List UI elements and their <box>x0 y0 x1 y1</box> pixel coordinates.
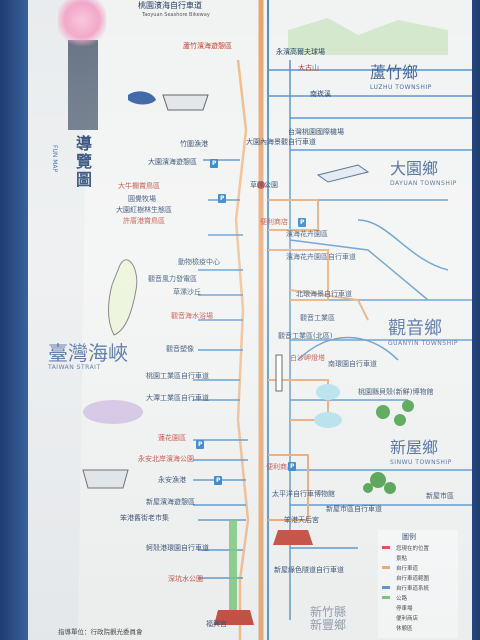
township-guanyin: 觀音鄉 GUANYIN TOWNSHIP <box>388 318 458 347</box>
legend-title: 圖例 <box>402 533 416 541</box>
poi-airport[interactable]: 台灣桃園國際機場 <box>288 128 344 136</box>
hill-decoration <box>288 18 448 55</box>
legend-item: 自行車道 <box>396 566 419 572</box>
poi-dayuan-recreation[interactable]: 大園濱海遊憩區 <box>148 158 197 166</box>
poi-convenience-store-1[interactable]: 便利商店 <box>260 218 288 226</box>
poi-wind-power[interactable]: 觀音風力發電區 <box>148 275 197 283</box>
poi-taoyuan-industrial-bike[interactable]: 桃園工業區自行車道 <box>146 372 209 380</box>
poi-yongan-harbor[interactable]: 永安漁港 <box>158 476 186 484</box>
poi-xinwu-recreation[interactable]: 新屋濱海遊憩區 <box>146 498 195 506</box>
poi-fuxing-temple[interactable]: 福興宮 <box>206 620 227 628</box>
poi-bicycle-museum[interactable]: 太平洋自行車博物館 <box>272 490 335 498</box>
side-subtitle: FUN MAP <box>51 145 58 173</box>
poi-north-ring-bike[interactable]: 北環海景自行車道 <box>296 290 352 298</box>
poi-guanyin-statue[interactable]: 觀音塑像 <box>166 345 194 353</box>
legend-swatch <box>382 596 390 599</box>
legend-item: 您現在的位置 <box>396 546 430 552</box>
fish-icon <box>128 91 156 105</box>
legend-item: 公路 <box>396 596 408 602</box>
header-subtitle: Taoyuan Seashore Bikeway <box>142 12 210 18</box>
poi-green-tunnel-bike[interactable]: 新屋綠色隧道自行車道 <box>274 566 344 574</box>
header-title: 桃園濱海自行車道 <box>138 1 202 10</box>
parking-icon: P <box>196 440 205 449</box>
parking-icon: P <box>210 159 219 168</box>
poi-guanyin-beach[interactable]: 觀音海水浴場 <box>171 312 213 320</box>
poi-guanyin-industrial[interactable]: 觀音工業區 <box>300 314 335 322</box>
poi-xinwu-town-bike[interactable]: 新屋市區自行車道 <box>326 505 382 513</box>
taiwan-island <box>108 259 138 336</box>
poi-yongan-park[interactable]: 永安北岸濱海公園 <box>138 455 194 463</box>
poi-shell-museum[interactable]: 桃園縣貝殼(新鮮)博物館 <box>358 388 434 396</box>
township-dayuan: 大園鄉 DAYUAN TOWNSHIP <box>390 159 457 187</box>
poi-zhuwei-harbor[interactable]: 竹圍漁港 <box>180 140 208 148</box>
poi-kekegang-bike[interactable]: 蚵殼港環園自行車道 <box>146 544 209 552</box>
strait-zh: 臺灣海峽 <box>48 341 128 365</box>
poi-xucuo-bird[interactable]: 許厝港賞鳥區 <box>123 217 165 225</box>
legend: 圖例 您現在的位置 景點 自行車道 自行車道範圍 自行車道系統 公路 停車場 便… <box>378 530 458 638</box>
poi-dayuan-mangrove[interactable]: 大園紅樹林生態區 <box>116 206 172 214</box>
township-hsinchu: 新竹縣 新豐鄉 <box>310 605 347 632</box>
legend-item: 停車場 <box>396 606 413 612</box>
strait-en: TAIWAN STRAIT <box>48 364 101 371</box>
poi-animal-quarantine[interactable]: 動物檢疫中心 <box>178 258 220 266</box>
poi-guanyin-industrial-north[interactable]: 觀音工業區(北區) <box>278 332 333 340</box>
poi-bengang-old-street[interactable]: 笨港舊街老市集 <box>120 514 169 522</box>
poi-dayuan-inner-sea-bike[interactable]: 大園內海景觀自行車道 <box>246 138 316 146</box>
header-banner: 桃園濱海自行車道 Taoyuan Seashore Bikeway <box>98 2 238 20</box>
side-title: 導覽圖 <box>73 135 92 189</box>
title-stripe <box>68 40 98 130</box>
legend-swatch <box>382 586 390 589</box>
legend-item: 景點 <box>396 556 408 562</box>
legend-swatch <box>382 546 390 549</box>
poi-bengang-tianhou[interactable]: 笨港天后宮 <box>284 516 319 524</box>
legend-item: 自行車道範圍 <box>396 576 430 582</box>
current-location-icon <box>257 181 265 189</box>
poi-convenience-store-2[interactable]: 便利商店 <box>266 463 294 471</box>
parking-icon: P <box>218 194 227 203</box>
poi-shenkeng-park[interactable]: 深坑水公園 <box>168 575 203 583</box>
parking-icon: P <box>298 218 307 227</box>
legend-item: 便利商店 <box>396 616 419 622</box>
cyclist-mascot-icon <box>58 0 106 50</box>
legend-swatch <box>382 566 390 569</box>
parking-icon: P <box>214 476 223 485</box>
poi-yongbin-golf[interactable]: 永濱高爾夫球場 <box>276 48 325 56</box>
sponsor-text: 指導單位：行政院觀光委員會 <box>58 628 143 636</box>
poi-flower-park[interactable]: 濱海花卉園區 <box>286 230 328 238</box>
poi-caota-dunes[interactable]: 草漯沙丘 <box>173 288 201 296</box>
poi-baishajia-lighthouse[interactable]: 白沙岬燈塔 <box>290 354 325 362</box>
taiwan-strait-label: 臺灣海峽 TAIWAN STRAIT <box>48 342 128 371</box>
map-board: 桃園濱海自行車道 Taoyuan Seashore Bikeway 導覽圖 FU… <box>28 0 472 640</box>
airplane-icon <box>316 164 370 183</box>
poi-datan-industrial-bike[interactable]: 大潭工業區自行車道 <box>146 394 209 402</box>
poi-nankan-river[interactable]: 南崁溪 <box>310 90 331 98</box>
poi-xinwu-town[interactable]: 新屋市區 <box>426 492 454 500</box>
poi-flower-park-bike[interactable]: 濱海花卉園區自行車道 <box>286 253 356 261</box>
poi-yuanjue-ranch[interactable]: 圓覺牧場 <box>128 195 156 203</box>
legend-item: 休憩區 <box>396 626 413 632</box>
poi-lotus-area[interactable]: 蓮花園區 <box>158 434 186 442</box>
poi-luzhu-recreation[interactable]: 蘆竹濱海遊憩區 <box>183 42 232 50</box>
legend-item: 自行車道系統 <box>396 586 430 592</box>
temple-icon <box>273 530 313 545</box>
parking-icon: P <box>288 462 297 471</box>
poi-dagushan[interactable]: 大古山 <box>298 64 319 72</box>
map-graphics <box>28 0 472 640</box>
township-luzhu: 蘆竹鄉 LUZHU TOWNSHIP <box>370 63 432 91</box>
poi-south-ring-bike[interactable]: 南環園自行車道 <box>328 360 377 368</box>
tree-clusters <box>363 400 414 494</box>
township-sinwu: 新屋鄉 SINWU TOWNSHIP <box>390 438 452 466</box>
poi-caota-park[interactable]: 草漯公園 <box>250 181 278 189</box>
poi-daniulan-bird[interactable]: 大牛欄賞鳥區 <box>118 182 160 190</box>
